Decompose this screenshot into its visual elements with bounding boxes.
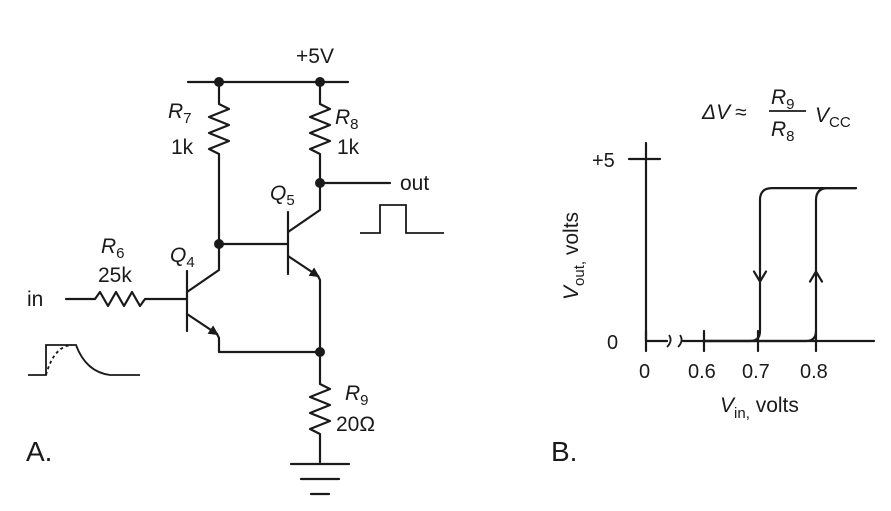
r6-resistor [64,290,189,308]
r8-value: 1k [337,136,360,159]
x-tick-label-0-6: 0.6 [688,361,716,383]
output-label: out [400,172,429,195]
q4-emitter-lead [215,332,322,354]
x-tick-label-0: 0 [639,361,650,383]
falling-direction-arrow [752,270,768,283]
q5-emitter [286,254,320,278]
r9-label: R9 [345,382,369,409]
input-waveform-slow-edge [45,344,73,376]
q5-emitter-lead [316,274,322,354]
x-axis-break [666,334,683,348]
r8-label: R8 [335,106,359,133]
r7-label: R7 [168,100,192,127]
q4-collector-lead [185,242,221,294]
circuit-diagram: +5V R7 1k R8 1k out Q5 Q4 in [26,45,444,496]
output-pulse-waveform [360,204,444,234]
y-tick-label-plus5: +5 [592,150,615,172]
svg-text:VCC: VCC [815,104,851,131]
ground-symbol [289,462,351,496]
svg-text:R8: R8 [771,118,795,145]
r6-value: 25k [98,264,132,287]
transfer-chart: ΔV≈ R9 R8 VCC +5 0 0 0.6 0.7 0.8 Vin, vo… [551,86,876,467]
r9-resistor [308,350,332,464]
q4-emitter [185,312,219,336]
rising-direction-arrow [808,270,824,283]
r9-value: 20Ω [336,413,375,436]
x-tick-label-0-7: 0.7 [742,361,770,383]
svg-text:R9: R9 [771,86,795,113]
input-waveform [28,344,140,376]
panel-b-label: B. [551,436,577,467]
rising-transfer-curve [702,187,858,343]
panel-a-label: A. [26,436,52,467]
r6-label: R6 [101,235,125,262]
falling-transfer-curve [702,187,858,343]
q5-collector-lead [286,181,322,234]
hysteresis-formula: ΔV≈ R9 R8 VCC [701,86,851,145]
r8-resistor [308,80,332,185]
hysteresis-curves [702,187,858,343]
x-tick-label-0-8: 0.8 [800,361,828,383]
q4-label: Q4 [170,244,195,271]
y-axis-title: Vout, volts [560,212,588,300]
input-label: in [27,288,43,311]
x-axis-title: Vin, volts [720,394,799,422]
supply-label: +5V [296,45,334,68]
r7-value: 1k [171,136,194,159]
svg-text:ΔV≈: ΔV≈ [701,101,747,124]
r7-resistor [207,80,231,246]
q5-label: Q5 [270,182,295,209]
y-tick-label-0: 0 [607,332,618,354]
